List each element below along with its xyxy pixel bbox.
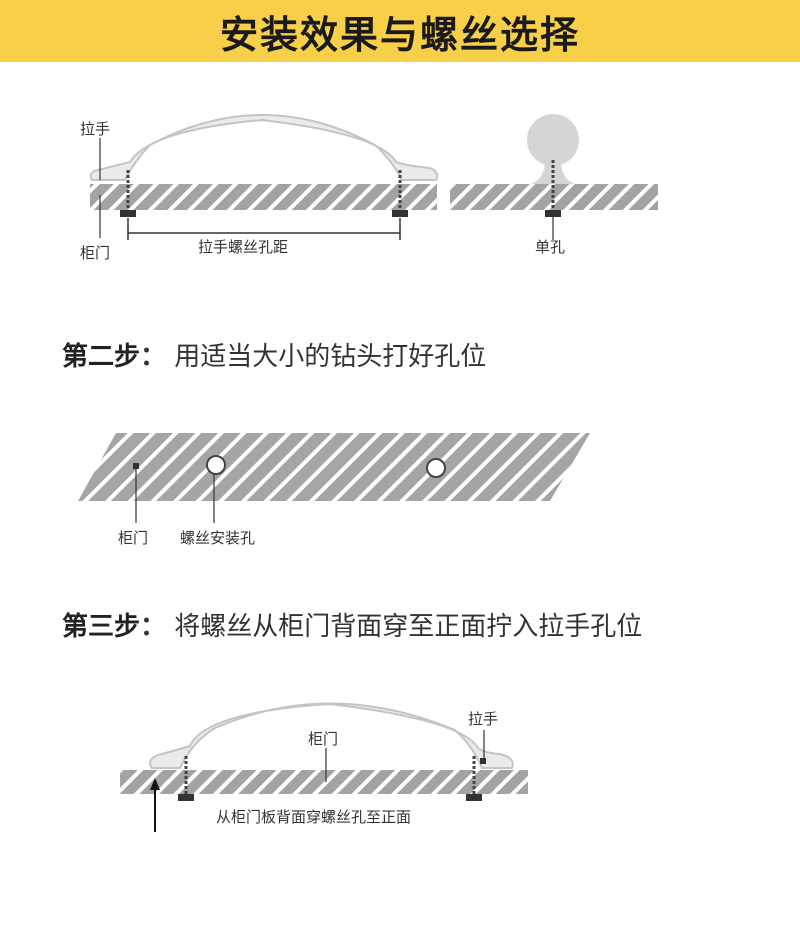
step-two-separator: ：: [140, 342, 167, 372]
step-three-heading: 第三步： 将螺丝从柜门背面穿至正面拧入拉手孔位: [62, 606, 642, 643]
handle-label: 拉手: [468, 710, 498, 728]
hole-distance-bracket: [127, 218, 401, 240]
step-three-label: 第三步: [62, 612, 141, 642]
drilling-svg: 柜门 螺丝安装孔: [78, 433, 590, 547]
door-label: 柜门: [118, 529, 148, 547]
step-three-text: 将螺丝从柜门背面穿至正面拧入拉手孔位: [174, 612, 643, 642]
screw-insertion-svg: 柜门 拉手 从柜门板背面穿螺丝孔至正面: [120, 702, 528, 832]
screw-hole-left: [206, 455, 226, 475]
cabinet-door-board: [90, 184, 437, 210]
installation-effect-diagram: 拉手 柜门 拉手螺丝孔距 单孔: [0, 100, 800, 270]
screw-single: [545, 160, 561, 240]
up-arrow-icon: [150, 778, 160, 832]
screw-left: [120, 170, 136, 217]
handle-label: 拉手: [80, 120, 110, 138]
cabinet-door-board: [120, 770, 528, 794]
step-two-heading: 第二步： 用适当大小的钻头打好孔位: [62, 336, 486, 373]
step-three-separator: ：: [140, 612, 167, 642]
insertion-caption: 从柜门板背面穿螺丝孔至正面: [216, 808, 411, 826]
drilling-diagram: 柜门 螺丝安装孔: [0, 425, 800, 555]
bow-handle: [149, 702, 514, 769]
screw-hole-label: 螺丝安装孔: [180, 529, 255, 547]
single-hole-label: 单孔: [535, 238, 565, 256]
page-title: 安装效果与螺丝选择: [219, 12, 580, 57]
hole-distance-label: 拉手螺丝孔距: [198, 238, 288, 256]
title-banner: 安装效果与螺丝选择: [0, 0, 800, 62]
screw-insertion-diagram: 柜门 拉手 从柜门板背面穿螺丝孔至正面: [0, 690, 800, 850]
step-two-text: 用适当大小的钻头打好孔位: [174, 342, 487, 372]
step-two-label: 第二步: [62, 342, 141, 372]
screw-right: [466, 756, 482, 801]
screw-right: [392, 170, 408, 217]
door-label: 柜门: [80, 244, 110, 262]
cabinet-door-panel: [78, 433, 590, 501]
knob-handle: [527, 114, 579, 184]
screw-hole-right: [426, 458, 446, 478]
screw-left: [178, 756, 194, 801]
installation-effect-svg: 拉手 柜门 拉手螺丝孔距 单孔: [80, 114, 658, 262]
bow-handle: [89, 114, 439, 181]
door-label: 柜门: [308, 730, 338, 748]
